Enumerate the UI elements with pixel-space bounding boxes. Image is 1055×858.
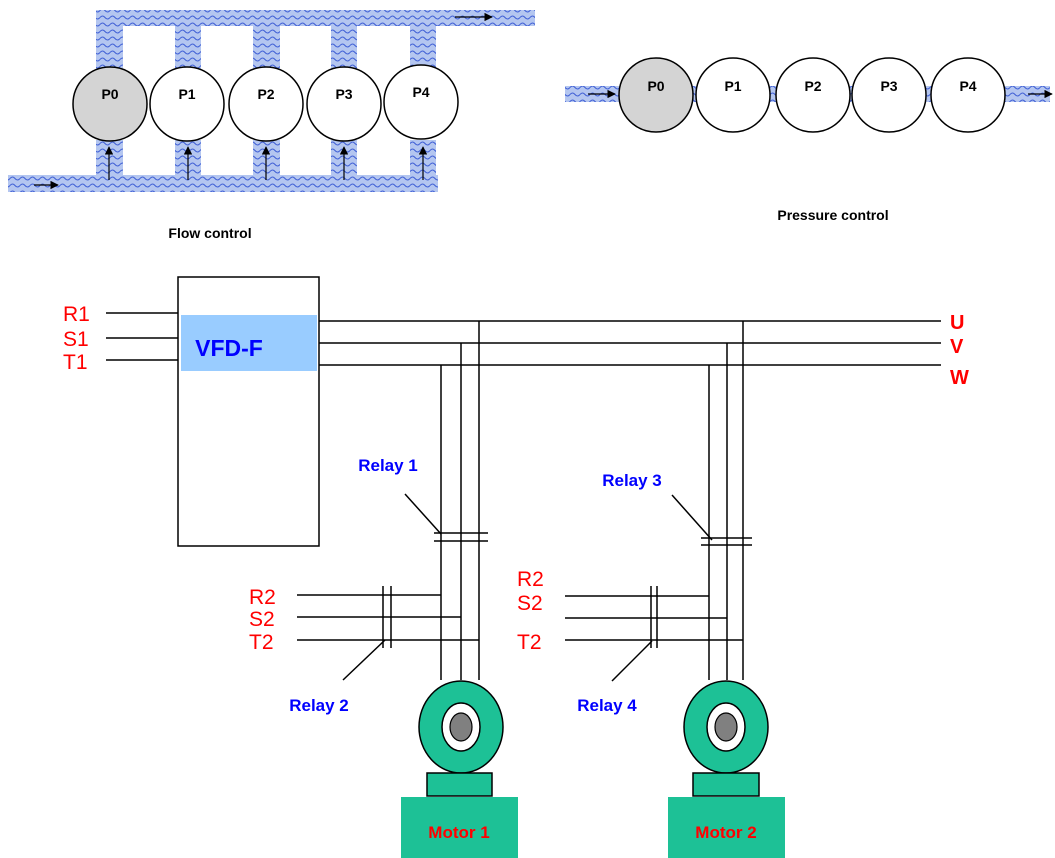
motor2-branch (671, 321, 752, 680)
pump-label: P4 (959, 78, 976, 94)
output-label-w: W (950, 367, 969, 389)
wiring-diagram: VFD-F R1 S1 T1 U V W (63, 276, 969, 858)
pump-label: P3 (335, 86, 352, 102)
pump-p2 (775, 57, 851, 133)
output-bus (319, 320, 941, 366)
relay2-label: Relay 2 (289, 696, 349, 715)
pump-p2 (228, 66, 304, 142)
pump-label: P4 (412, 84, 429, 100)
vfd-label-box (181, 315, 317, 371)
phase-label-s1: S1 (63, 328, 89, 351)
pump-p4 (930, 57, 1006, 133)
pump-p3 (851, 57, 927, 133)
top-header-pipe (97, 10, 535, 26)
phase-label-r1: R1 (63, 303, 90, 326)
pump-label: P0 (647, 78, 664, 94)
motor-icon (668, 680, 785, 858)
pump-label: P2 (257, 86, 274, 102)
relay3-label: Relay 3 (602, 471, 662, 490)
motor1-label: Motor 1 (428, 823, 489, 842)
phase-label-t2: T2 (249, 631, 274, 654)
pump-label: P0 (101, 86, 118, 102)
flow-control-diagram: P0 P1 P2 P3 P4 Flow control (8, 10, 535, 241)
output-label-u: U (950, 312, 964, 334)
phase-label-s2: S2 (517, 592, 543, 615)
motor1-branch (404, 321, 488, 680)
motor2-label: Motor 2 (695, 823, 756, 842)
flow-control-caption: Flow control (168, 225, 251, 241)
relay1-label: Relay 1 (358, 456, 418, 475)
phase-label-t2: T2 (517, 631, 542, 654)
pump-label: P2 (804, 78, 821, 94)
phase-label-t1: T1 (63, 351, 88, 374)
phase-label-r2: R2 (517, 568, 544, 591)
motor-icon (401, 680, 518, 858)
phase-label-r2: R2 (249, 586, 276, 609)
vfd-input-lines (106, 312, 178, 361)
motor2-mains (565, 586, 743, 682)
output-label-v: V (950, 336, 964, 358)
motor1-mains (297, 586, 479, 681)
pressure-control-caption: Pressure control (777, 207, 888, 223)
pump-label: P1 (178, 86, 195, 102)
pump-label: P3 (880, 78, 897, 94)
pump-p3 (306, 66, 382, 142)
pump-p1 (149, 66, 225, 142)
pressure-control-diagram: P0 P1 P2 P3 P4 Pressure control (565, 57, 1053, 223)
pump-p1 (695, 57, 771, 133)
vfd-label: VFD-F (195, 335, 263, 361)
flow-pumps (72, 64, 459, 142)
pump-p0 (618, 57, 694, 133)
phase-label-s2: S2 (249, 608, 275, 631)
pump-p4 (383, 64, 459, 140)
flow-arrows (34, 12, 493, 190)
bottom-header-pipe (8, 175, 438, 192)
pump-p0 (72, 66, 148, 142)
relay4-label: Relay 4 (577, 696, 637, 715)
pump-label: P1 (724, 78, 741, 94)
